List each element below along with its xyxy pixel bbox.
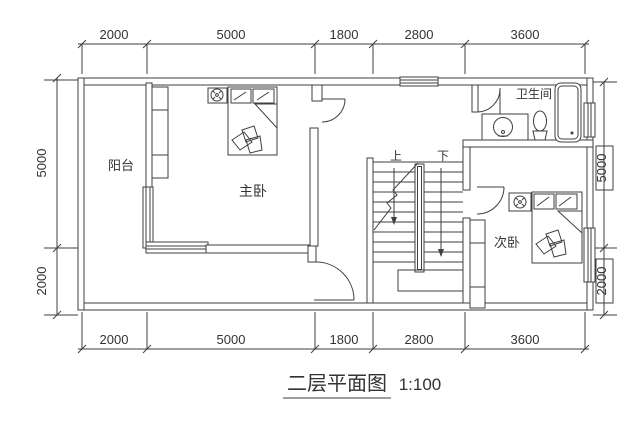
master-bedroom: 主卧 xyxy=(145,84,346,254)
master-south-wall xyxy=(205,244,311,254)
terrace-door xyxy=(307,245,355,301)
dim-left-1: 5000 xyxy=(34,149,49,178)
bathroom-west-wall xyxy=(471,84,479,113)
bathroom-door-arc xyxy=(477,88,501,116)
room-label-second: 次卧 xyxy=(494,235,520,250)
duvet-decor xyxy=(549,239,567,258)
title-block: 二层平面图 1:100 xyxy=(283,373,442,399)
dimension-chain-bottom: 2000 5000 1800 2800 3600 xyxy=(77,312,590,354)
master-door-jamb xyxy=(311,84,323,102)
terrace-door-jamb xyxy=(307,245,317,263)
dim-top-4: 2800 xyxy=(405,27,434,42)
balcony-sliding-window xyxy=(142,186,154,249)
bathroom: 卫生间 xyxy=(462,82,594,148)
toilet-icon xyxy=(532,110,548,141)
dim-bottom-2: 5000 xyxy=(217,332,246,347)
second-bedroom-west-wall-lower xyxy=(462,217,471,304)
dim-bottom-1: 2000 xyxy=(100,332,129,347)
duvet-decor xyxy=(545,229,563,247)
dim-top-1: 2000 xyxy=(100,27,129,42)
dim-right-1: 5000 xyxy=(594,154,609,183)
room-label-balcony: 阳台 xyxy=(108,158,134,173)
stair-handrail xyxy=(414,163,425,273)
pillow xyxy=(230,88,252,104)
balcony-partition-wall xyxy=(145,82,153,188)
fan-icon xyxy=(210,88,224,102)
master-wardrobe xyxy=(151,86,169,179)
window-top-wall xyxy=(399,76,439,87)
master-nightstand xyxy=(207,87,228,104)
duvet-decor xyxy=(241,125,259,143)
master-door-arc xyxy=(321,98,346,123)
second-wardrobe xyxy=(469,219,486,309)
stairs: 上 下 xyxy=(366,149,463,304)
window-right-lower xyxy=(583,227,596,283)
master-bed xyxy=(227,86,278,156)
stair-up-arrow xyxy=(391,168,397,225)
outer-walls xyxy=(77,76,596,311)
duvet-decor xyxy=(245,135,263,154)
duvet-decor xyxy=(535,235,557,255)
second-nightstand xyxy=(508,192,532,212)
duvet-decor xyxy=(231,131,253,151)
stair-landing xyxy=(397,269,463,292)
pillow xyxy=(533,193,555,210)
dimension-chain-top: 2000 5000 1800 2800 3600 xyxy=(77,27,590,74)
blanket-fold xyxy=(253,103,278,130)
stair-west-wall xyxy=(366,157,374,304)
second-bedroom-door-arc xyxy=(476,186,505,215)
master-east-wall xyxy=(309,127,319,247)
dim-bottom-4: 2800 xyxy=(405,332,434,347)
master-south-window xyxy=(145,241,209,254)
blanket-fold xyxy=(556,210,583,235)
dim-left-2: 2000 xyxy=(34,267,49,296)
dim-top-5: 3600 xyxy=(511,27,540,42)
stair-break-line xyxy=(373,162,419,231)
pillow xyxy=(252,88,275,104)
dimension-chain-right: 5000 2000 xyxy=(593,77,617,320)
dim-right-2: 2000 xyxy=(594,267,609,296)
second-bedroom: 次卧 xyxy=(462,146,583,309)
stair-down-label: 下 xyxy=(437,149,449,163)
room-label-master: 主卧 xyxy=(239,183,267,199)
window-right-upper xyxy=(583,102,596,138)
bathtub-icon xyxy=(554,82,582,143)
pillow xyxy=(555,193,578,210)
dim-bottom-3: 1800 xyxy=(330,332,359,347)
dimension-chain-left: 5000 2000 xyxy=(34,73,78,320)
stair-down-arrow xyxy=(438,168,444,257)
second-bed xyxy=(531,191,583,264)
sink-icon xyxy=(481,113,529,141)
stair-up-label: 上 xyxy=(390,149,402,163)
balcony: 阳台 xyxy=(108,82,154,249)
dim-top-3: 1800 xyxy=(330,27,359,42)
fan-icon xyxy=(513,195,527,209)
drawing-scale: 1:100 xyxy=(399,375,442,394)
dim-bottom-5: 3600 xyxy=(511,332,540,347)
drawing-title: 二层平面图 xyxy=(287,373,387,395)
dim-top-2: 5000 xyxy=(217,27,246,42)
second-bedroom-west-wall-upper xyxy=(462,146,471,191)
room-label-bathroom: 卫生间 xyxy=(516,87,552,101)
